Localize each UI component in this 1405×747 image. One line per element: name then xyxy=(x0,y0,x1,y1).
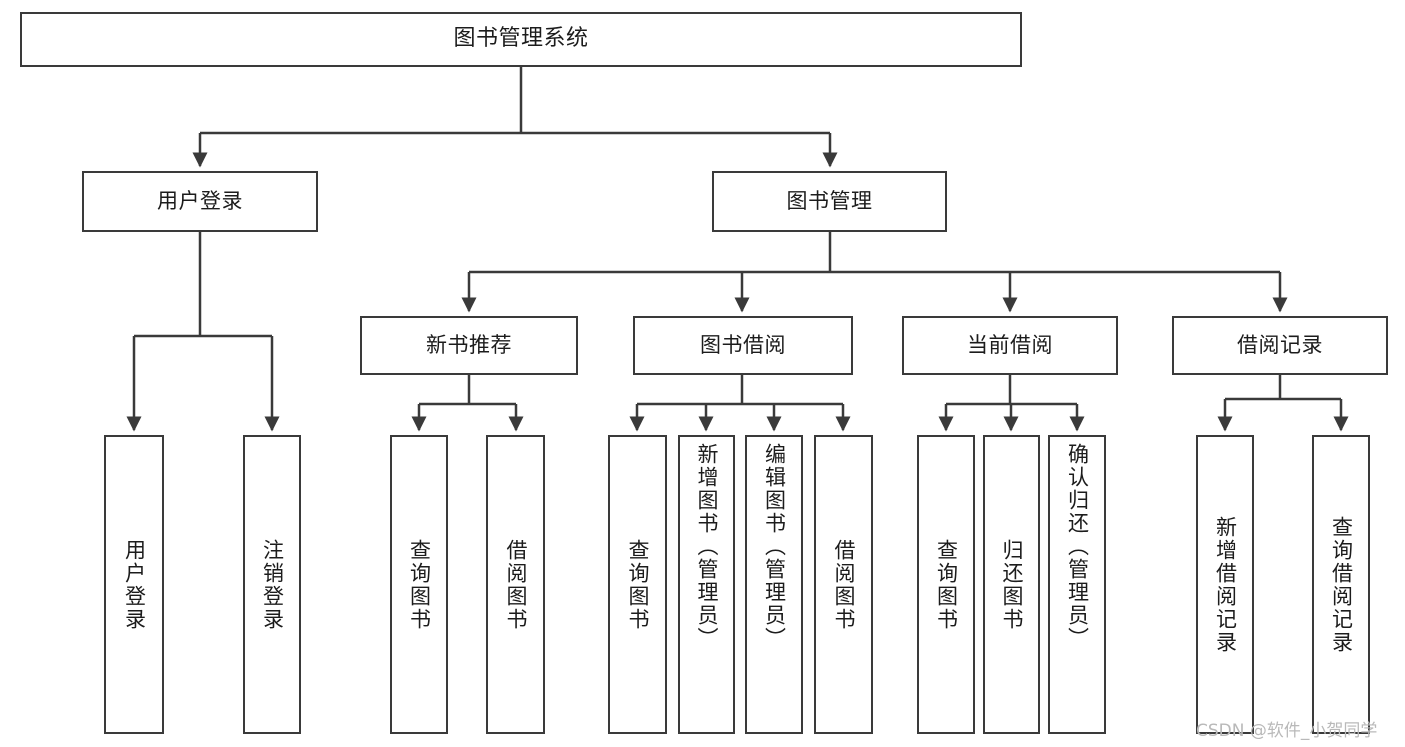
node-leaf-return-book[interactable]: 归还图书 xyxy=(983,435,1040,734)
node-leaf-edit-book-label: 编辑图书（管理员） xyxy=(762,443,787,650)
node-leaf-query-record-label: 查询借阅记录 xyxy=(1329,515,1354,654)
node-leaf-confirm-return[interactable]: 确认归还（管理员） xyxy=(1048,435,1106,734)
node-leaf-borrow-book-2-label: 借阅图书 xyxy=(832,538,856,631)
node-book-manage-label: 图书管理 xyxy=(786,188,873,213)
node-leaf-add-book-label: 新增图书（管理员） xyxy=(695,443,719,650)
node-leaf-query-book-2[interactable]: 查询图书 xyxy=(608,435,667,734)
node-user-login[interactable]: 用户登录 xyxy=(82,171,318,232)
node-book-borrow-label: 图书借阅 xyxy=(700,332,786,357)
node-leaf-logout[interactable]: 注销登录 xyxy=(243,435,301,734)
node-leaf-edit-book[interactable]: 编辑图书（管理员） xyxy=(745,435,803,734)
csdn-watermark: CSDN @软件_小贺同学 xyxy=(1196,721,1378,741)
node-root-label: 图书管理系统 xyxy=(453,26,589,52)
node-borrow-record-label: 借阅记录 xyxy=(1237,332,1323,357)
node-leaf-add-record-label: 新增借阅记录 xyxy=(1213,515,1238,654)
node-leaf-confirm-return-label: 确认归还（管理员） xyxy=(1065,443,1090,650)
node-leaf-query-record[interactable]: 查询借阅记录 xyxy=(1312,435,1370,734)
node-leaf-add-book[interactable]: 新增图书（管理员） xyxy=(678,435,735,734)
node-leaf-user-login-label: 用户登录 xyxy=(122,538,147,631)
node-borrow-record[interactable]: 借阅记录 xyxy=(1172,316,1388,375)
node-current-borrow-label: 当前借阅 xyxy=(967,332,1053,357)
node-leaf-query-book-3[interactable]: 查询图书 xyxy=(917,435,975,734)
node-book-borrow[interactable]: 图书借阅 xyxy=(633,316,853,375)
node-leaf-borrow-book-2[interactable]: 借阅图书 xyxy=(814,435,873,734)
node-new-book-rec-label: 新书推荐 xyxy=(426,332,512,357)
node-leaf-user-login[interactable]: 用户登录 xyxy=(104,435,164,734)
node-leaf-query-book-2-label: 查询图书 xyxy=(626,538,650,631)
node-leaf-borrow-book-1-label: 借阅图书 xyxy=(504,538,528,631)
node-leaf-return-book-label: 归还图书 xyxy=(1000,538,1024,631)
node-current-borrow[interactable]: 当前借阅 xyxy=(902,316,1118,375)
node-leaf-query-book-1[interactable]: 查询图书 xyxy=(390,435,448,734)
node-leaf-borrow-book-1[interactable]: 借阅图书 xyxy=(486,435,545,734)
node-new-book-rec[interactable]: 新书推荐 xyxy=(360,316,578,375)
node-leaf-query-book-1-label: 查询图书 xyxy=(407,538,432,631)
node-leaf-logout-label: 注销登录 xyxy=(260,538,285,631)
node-leaf-add-record[interactable]: 新增借阅记录 xyxy=(1196,435,1254,734)
node-root[interactable]: 图书管理系统 xyxy=(20,12,1022,67)
node-leaf-query-book-3-label: 查询图书 xyxy=(934,538,959,631)
node-book-manage[interactable]: 图书管理 xyxy=(712,171,947,232)
node-user-login-label: 用户登录 xyxy=(157,188,243,213)
